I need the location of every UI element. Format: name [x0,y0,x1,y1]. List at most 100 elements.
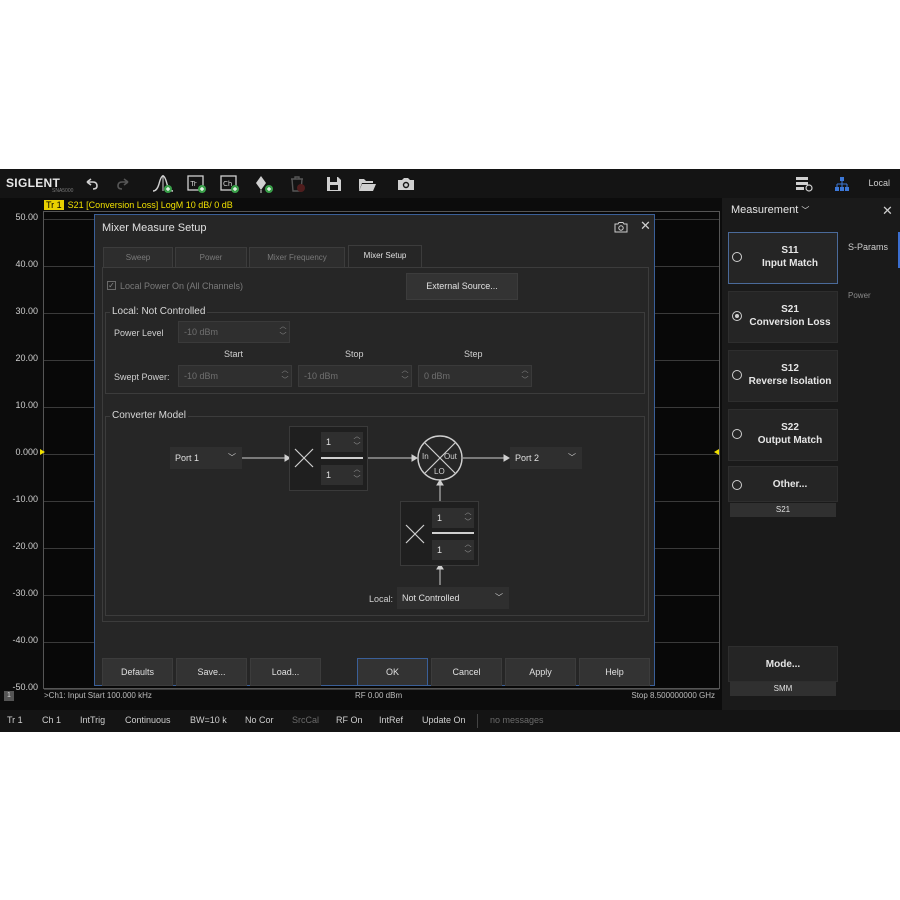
status-item[interactable]: Ch 1 [42,715,62,725]
status-item[interactable]: No Cor [245,715,274,725]
spin-down-icon[interactable]: ﹀ [279,333,287,340]
mixer-cross-icon [417,435,463,481]
multiply-icon [294,448,314,468]
spin-down-icon[interactable]: ﹀ [401,377,409,384]
spin-down-icon[interactable]: ﹀ [464,519,472,526]
screenshot-camera-icon[interactable] [395,173,417,195]
open-folder-icon[interactable] [356,173,378,195]
mixer-out-label: Out [444,452,457,461]
delete-trash-icon[interactable] [286,173,308,195]
add-window-icon[interactable] [253,173,275,195]
local-source-dropdown[interactable]: Not Controlled﹀ [397,587,509,609]
close-icon[interactable]: ✕ [640,218,651,233]
add-marker-icon[interactable] [152,173,174,195]
lo-numerator-input[interactable]: 1︿﹀ [432,508,474,528]
lo-denominator-input[interactable]: 1︿﹀ [432,540,474,560]
spin-up-icon[interactable]: ︿ [279,323,287,330]
measurement-param: S22 [781,422,799,433]
siglent-logo: SIGLENT [6,176,61,190]
close-icon[interactable]: ✕ [882,203,893,218]
status-item[interactable]: SrcCal [292,715,320,725]
network-icon[interactable] [831,173,853,195]
spin-up-icon[interactable]: ︿ [521,367,529,374]
spin-down-icon[interactable]: ﹀ [281,377,289,384]
radio-icon [732,311,742,321]
spin-up-icon[interactable]: ︿ [281,367,289,374]
spin-up-icon[interactable]: ︿ [353,466,361,473]
stop-frequency[interactable]: Stop 8.500000000 GHz [631,691,715,700]
apply-button[interactable]: Apply [505,658,576,686]
defaults-button[interactable]: Defaults [102,658,173,686]
redo-icon[interactable] [113,173,135,195]
step-column-label: Step [464,349,483,359]
side-tab-power[interactable]: Power [848,291,871,300]
y-axis-label: 40.00 [15,259,38,269]
tab-mixer-setup[interactable]: Mixer Setup [348,245,422,267]
input-numerator-input[interactable]: 1︿﹀ [321,432,363,452]
tab-power[interactable]: Power [175,247,247,267]
output-port-dropdown[interactable]: Port 2﹀ [510,447,582,469]
help-button[interactable]: Help [579,658,650,686]
save-disk-icon[interactable] [323,173,345,195]
spin-up-icon[interactable]: ︿ [353,433,361,440]
spin-down-icon[interactable]: ﹀ [464,551,472,558]
spin-down-icon[interactable]: ﹀ [521,377,529,384]
mixer-measure-setup-dialog: Mixer Measure Setup ✕ Sweep Power Mixer … [94,214,655,686]
channel-number[interactable]: 1 [4,691,14,701]
undo-icon[interactable] [80,173,102,195]
display-layout-icon[interactable] [793,173,815,195]
y-axis-label: -30.00 [12,588,38,598]
status-item[interactable]: Continuous [125,715,171,725]
status-item[interactable]: Tr 1 [7,715,23,725]
spin-up-icon[interactable]: ︿ [401,367,409,374]
power-level-label: Power Level [114,328,164,338]
add-trace-icon[interactable]: Tr [186,173,208,195]
side-tab-s-params[interactable]: S-Params [848,242,889,252]
swept-power-stop-input[interactable]: -10 dBm︿﹀ [298,365,412,387]
swept-power-start-input[interactable]: -10 dBm︿﹀ [178,365,292,387]
start-frequency[interactable]: >Ch1: Input Start 100.000 kHz [44,691,152,700]
status-item[interactable]: RF On [336,715,363,725]
swept-power-step-input[interactable]: 0 dBm︿﹀ [418,365,532,387]
spin-down-icon[interactable]: ﹀ [353,443,361,450]
ok-button[interactable]: OK [357,658,428,686]
tab-mixer-frequency[interactable]: Mixer Frequency [249,247,345,267]
cancel-button[interactable]: Cancel [431,658,502,686]
chevron-down-icon: ﹀ [228,453,236,462]
measurement-menu-title[interactable]: Measurement ﹀ [731,204,810,216]
spin-up-icon[interactable]: ︿ [464,509,472,516]
fraction-bar [432,532,474,534]
status-item[interactable]: IntRef [379,715,404,725]
measurement-param: S21 [781,304,799,315]
input-port-dropdown[interactable]: Port 1﹀ [170,447,242,469]
other-measurement-button[interactable]: Other... [728,466,838,502]
status-separator [477,714,478,728]
add-channel-icon[interactable]: Ch [219,173,241,195]
rf-power[interactable]: RF 0.00 dBm [355,691,403,700]
power-level-input[interactable]: -10 dBm︿﹀ [178,321,290,343]
status-item[interactable]: BW=10 k [190,715,227,725]
spin-down-icon[interactable]: ﹀ [353,476,361,483]
status-item[interactable]: IntTrig [80,715,106,725]
tab-sweep[interactable]: Sweep [103,247,173,267]
chevron-down-icon: ﹀ [568,453,576,462]
local-source-label: Local: [369,594,394,604]
mode-button[interactable]: Mode... [728,646,838,682]
mixer-setup-panel: ✓ Local Power On (All Channels) External… [102,267,649,622]
status-item[interactable]: Update On [422,715,466,725]
y-axis-label: -50.00 [12,682,38,692]
local-power-on-checkbox[interactable]: ✓ [107,281,116,290]
status-item[interactable]: no messages [490,715,544,725]
external-source-button[interactable]: External Source... [406,273,518,300]
load-button[interactable]: Load... [250,658,321,686]
save-button[interactable]: Save... [176,658,247,686]
camera-icon[interactable] [614,220,628,238]
chevron-down-icon: ﹀ [801,206,810,215]
input-denominator-input[interactable]: 1︿﹀ [321,465,363,485]
spin-up-icon[interactable]: ︿ [464,541,472,548]
